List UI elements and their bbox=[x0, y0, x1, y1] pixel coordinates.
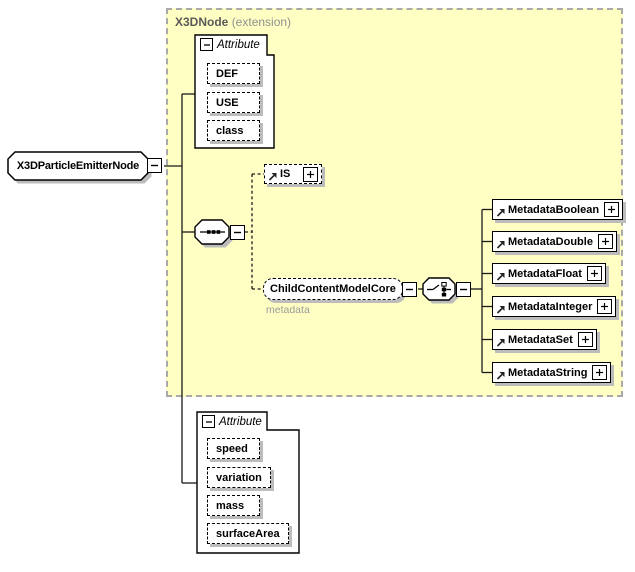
choice-compositor-shape bbox=[422, 277, 459, 304]
attribute-group-header: Attribute bbox=[200, 38, 260, 51]
attribute-surfacearea[interactable]: surfaceArea bbox=[207, 523, 289, 544]
element-label: IS bbox=[280, 168, 291, 180]
attribute-group-label: Attribute bbox=[219, 415, 262, 428]
expand-icon[interactable] bbox=[597, 299, 613, 314]
expand-icon[interactable] bbox=[604, 202, 620, 217]
extension-group-title: X3DNode (extension) bbox=[175, 15, 291, 29]
attribute-use[interactable]: USE bbox=[207, 92, 260, 113]
element-label: MetadataSet bbox=[508, 333, 573, 346]
element-reference-icon bbox=[496, 306, 505, 314]
element-reference-icon bbox=[496, 372, 505, 380]
element-reference-icon bbox=[496, 209, 505, 217]
collapse-icon[interactable] bbox=[200, 38, 213, 51]
element-label: MetadataInteger bbox=[508, 300, 593, 313]
element-reference-icon bbox=[496, 273, 505, 281]
element-label: MetadataDouble bbox=[508, 235, 593, 248]
choice-compositor-icon bbox=[427, 282, 451, 297]
element-is[interactable]: IS bbox=[264, 164, 322, 184]
element-reference-icon bbox=[496, 241, 505, 249]
element-label: MetadataBoolean bbox=[508, 203, 600, 216]
attribute-variation[interactable]: variation bbox=[207, 467, 271, 488]
element-metadata-float[interactable]: MetadataFloat bbox=[492, 263, 606, 284]
collapse-icon[interactable] bbox=[147, 158, 162, 173]
attribute-mass[interactable]: mass bbox=[207, 495, 260, 516]
expand-icon[interactable] bbox=[577, 332, 593, 347]
expand-icon[interactable] bbox=[586, 266, 602, 281]
element-reference-icon bbox=[268, 173, 277, 181]
annotation-metadata: metadata bbox=[266, 304, 310, 316]
root-node-shape bbox=[7, 151, 152, 184]
attribute-group-label: Attribute bbox=[217, 38, 260, 51]
extension-group-name: X3DNode bbox=[175, 15, 229, 29]
sequence-compositor-icon bbox=[200, 230, 225, 234]
collapse-icon[interactable] bbox=[402, 282, 417, 297]
element-metadata-double[interactable]: MetadataDouble bbox=[492, 231, 617, 252]
element-metadata-integer[interactable]: MetadataInteger bbox=[492, 296, 617, 317]
element-metadata-set[interactable]: MetadataSet bbox=[492, 329, 597, 350]
root-node[interactable]: X3DParticleEmitterNode bbox=[16, 160, 140, 172]
attribute-speed[interactable]: speed bbox=[207, 438, 260, 459]
expand-icon[interactable] bbox=[597, 234, 613, 249]
element-reference-icon bbox=[496, 339, 505, 347]
attribute-class[interactable]: class bbox=[207, 120, 260, 141]
expand-icon[interactable] bbox=[592, 365, 608, 380]
collapse-icon[interactable] bbox=[202, 415, 215, 428]
collapse-icon[interactable] bbox=[456, 282, 471, 297]
attribute-group-header: Attribute bbox=[202, 415, 262, 428]
element-metadata-string[interactable]: MetadataString bbox=[492, 362, 612, 383]
expand-icon[interactable] bbox=[303, 166, 318, 182]
element-label: MetadataString bbox=[508, 366, 588, 379]
element-metadata-boolean[interactable]: MetadataBoolean bbox=[492, 199, 624, 220]
collapse-icon[interactable] bbox=[230, 225, 245, 240]
group-label: ChildContentModelCore bbox=[270, 283, 396, 295]
extension-group-suffix: (extension) bbox=[231, 15, 292, 29]
group-childcontentmodelcore[interactable]: ChildContentModelCore bbox=[263, 278, 417, 300]
element-label: MetadataFloat bbox=[508, 267, 582, 280]
attribute-def[interactable]: DEF bbox=[207, 63, 260, 84]
